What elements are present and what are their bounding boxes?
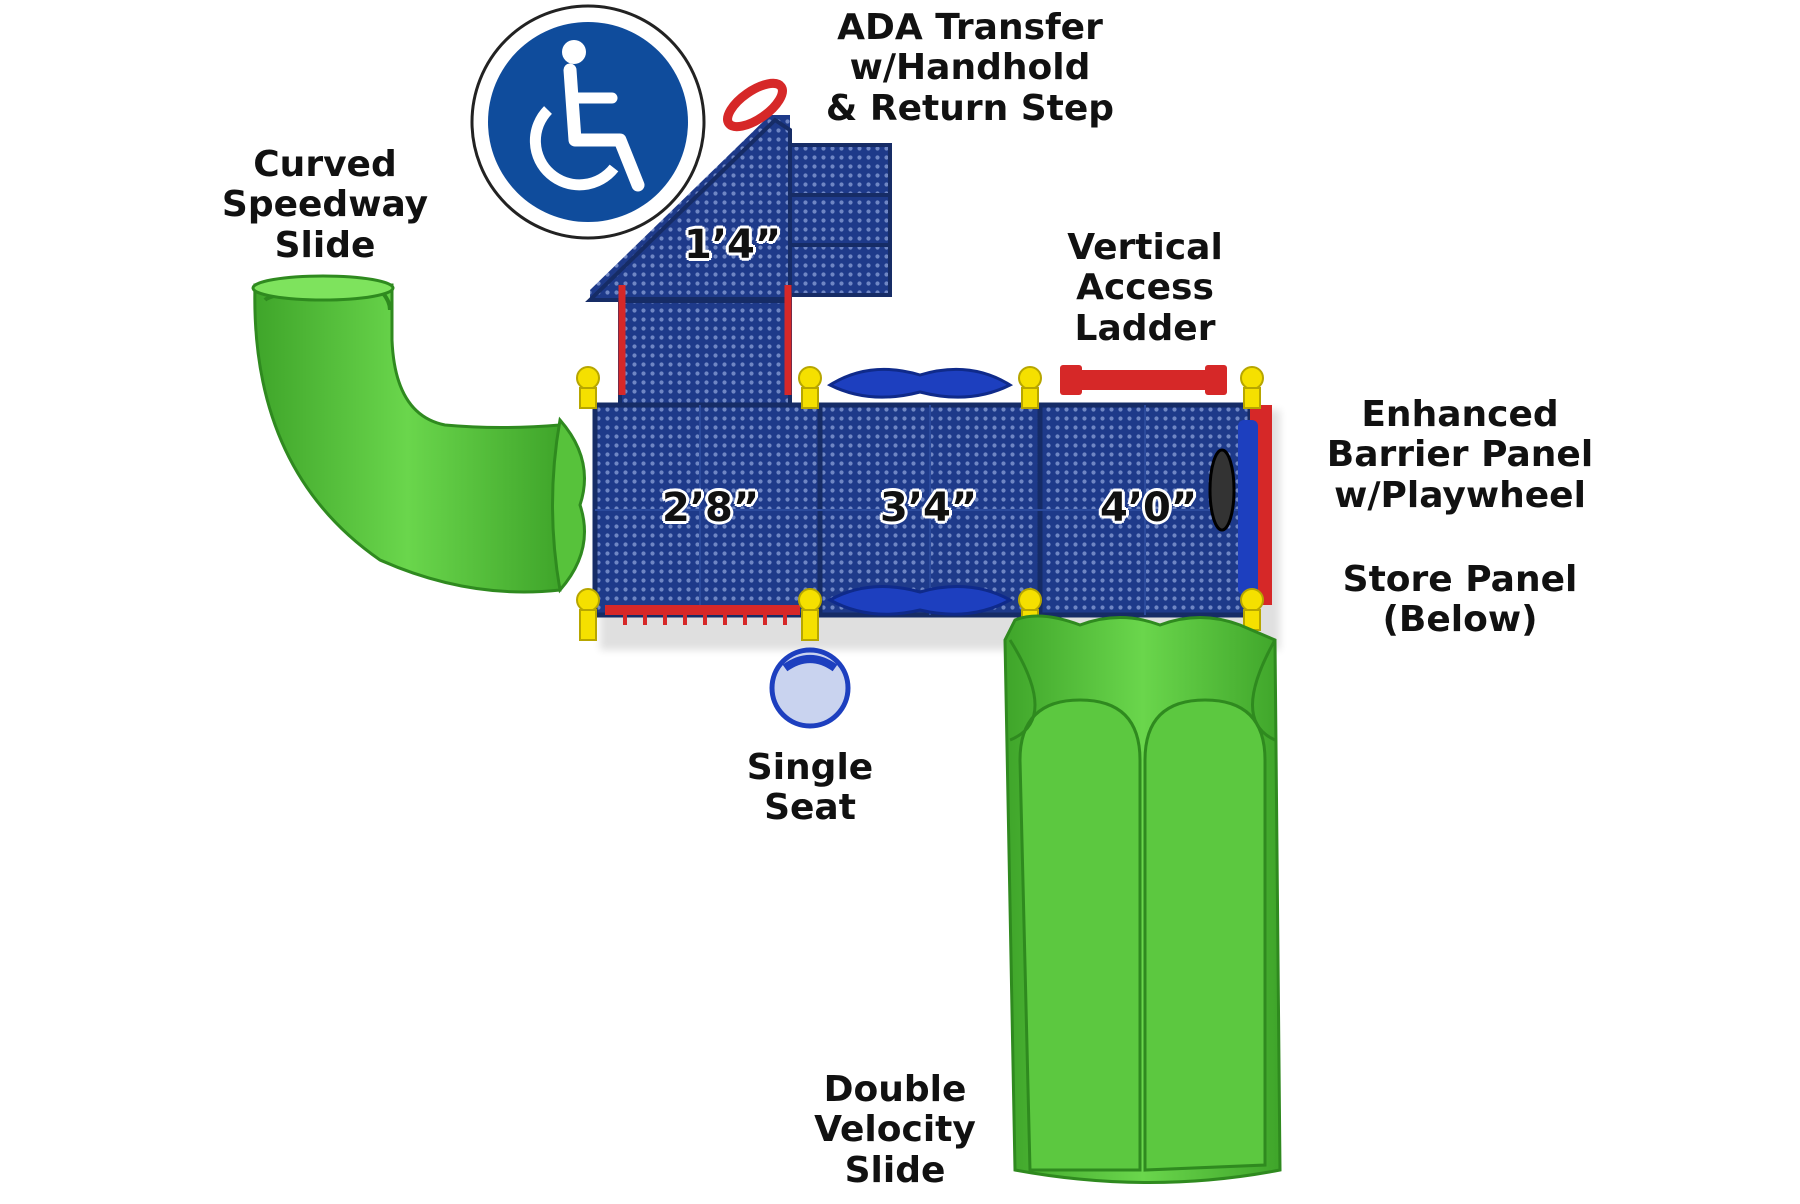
transfer-deck-height: 1’4” [684,222,782,268]
label-vertical-ladder: Vertical Access Ladder [1067,227,1223,349]
wheelchair-icon [470,4,706,240]
bottom-rail [605,605,800,625]
deck-left-height: 2’8” [662,485,760,531]
main-decks [592,402,1253,618]
blue-connectors [826,367,1014,616]
deck-middle-height: 3’4” [880,485,978,531]
label-single-seat: Single Seat [746,747,874,829]
curved-speedway-slide [251,274,586,594]
label-double-slide: Double Velocity Slide [814,1069,976,1191]
single-seat [769,647,851,729]
deck-right-height: 4’0” [1100,485,1198,531]
label-barrier-panel: Enhanced Barrier Panel w/Playwheel [1326,394,1594,516]
ada-transfer-deck [585,78,892,407]
barrier-panel-playwheel [1208,405,1272,605]
support-posts [576,366,1264,641]
label-curved-slide: Curved Speedway Slide [221,144,429,266]
label-ada-transfer: ADA Transfer w/Handhold & Return Step [825,7,1115,129]
double-velocity-slide [1003,614,1282,1184]
label-store-panel: Store Panel (Below) [1342,559,1578,641]
vertical-access-ladder [1060,365,1227,395]
